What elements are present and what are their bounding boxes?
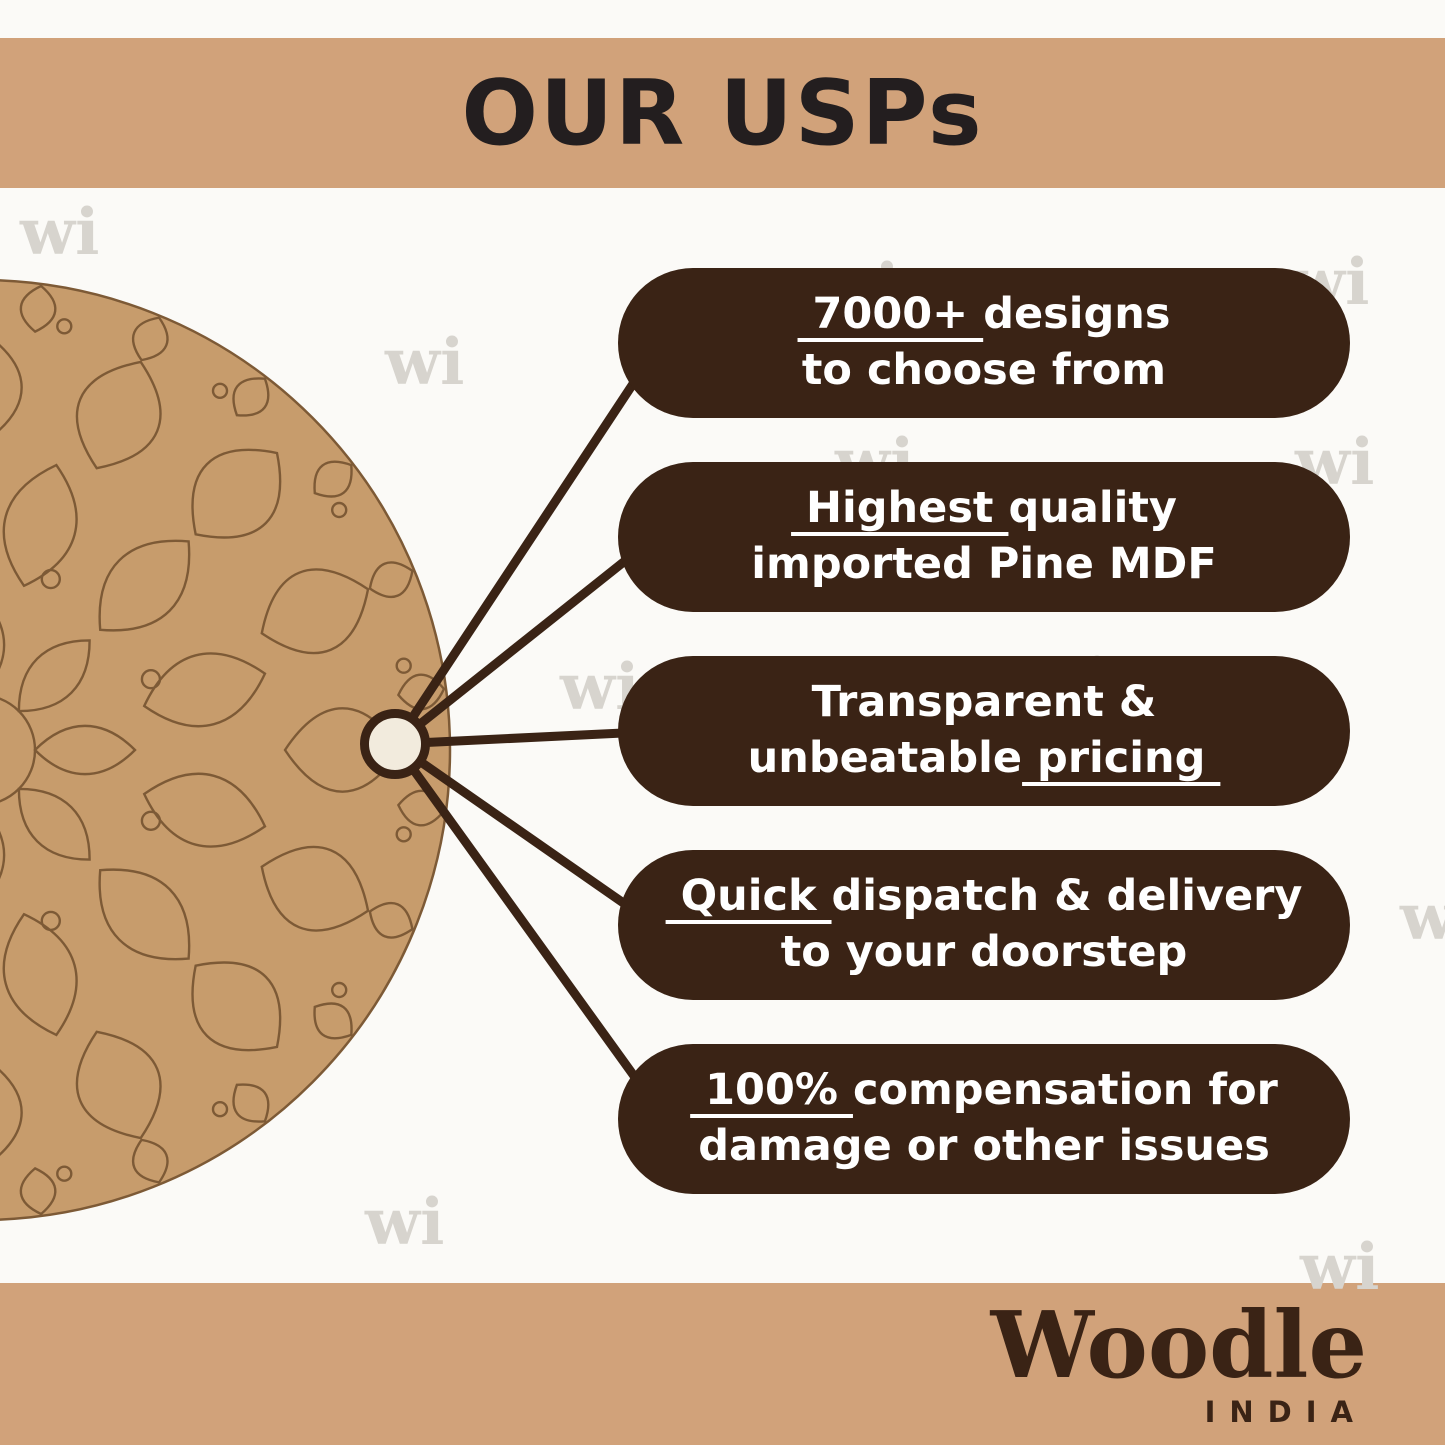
footer-band: Woodle INDIA [0,1283,1445,1445]
brand-country: INDIA [1204,1395,1367,1429]
usp-text-line: to your doorstep [781,925,1188,981]
watermark-logo: wi [1300,1230,1380,1305]
usp-text-segment: Highest [791,483,1009,534]
usp-text-segment: quality [1008,483,1177,534]
usp-text-segment: 100% [690,1065,853,1116]
usp-text-segment: damage or other issues [698,1121,1270,1171]
usp-text-line: imported Pine MDF [751,537,1216,593]
usp-text-segment: pricing [1022,733,1221,783]
page-title: OUR USPs [461,60,984,166]
usp-text-segment: Transparent & [811,677,1157,728]
usp-text-segment: unbeatable [747,733,1023,783]
usp-text-line: damage or other issues [698,1119,1270,1175]
usp-text-line: Transparent & [812,675,1157,731]
usp-text-segment: compensation for [852,1065,1278,1116]
usp-text-segment: dispatch & delivery [831,871,1303,922]
usp-text-line: to choose from [802,343,1166,399]
usp-text-segment: to your doorstep [780,927,1188,977]
usp-text-segment: designs [983,289,1171,340]
usp-text-segment: to choose from [801,345,1167,395]
watermark-logo: wi [365,1185,445,1260]
usp-text-segment: 7000+ [797,289,984,340]
hub-node [360,709,430,779]
usp-text-line: Quick dispatch & delivery [666,869,1303,925]
main-area: wi wi wi wi wi wi wi wi wi wi wi wi 7000… [0,188,1445,1305]
woodle-logo: Woodle INDIA [991,1283,1367,1445]
usp-text-line: unbeatable pricing [748,731,1221,787]
watermark-logo: wi [20,195,100,270]
watermark-logo: wi [1400,880,1445,955]
brand-wordmark: Woodle [990,1291,1367,1399]
usp-pill: Transparent &unbeatable pricing [618,656,1350,806]
header-band: OUR USPs [0,38,1445,188]
usp-text-line: 7000+ designs [798,287,1171,343]
usp-text-line: Highest quality [791,481,1177,537]
usp-text-line: 100% compensation for [690,1063,1278,1119]
usp-text-segment: imported Pine MDF [751,539,1217,589]
mandala-mdf-board-image [0,279,452,1221]
usp-text-segment: Quick [665,871,832,922]
